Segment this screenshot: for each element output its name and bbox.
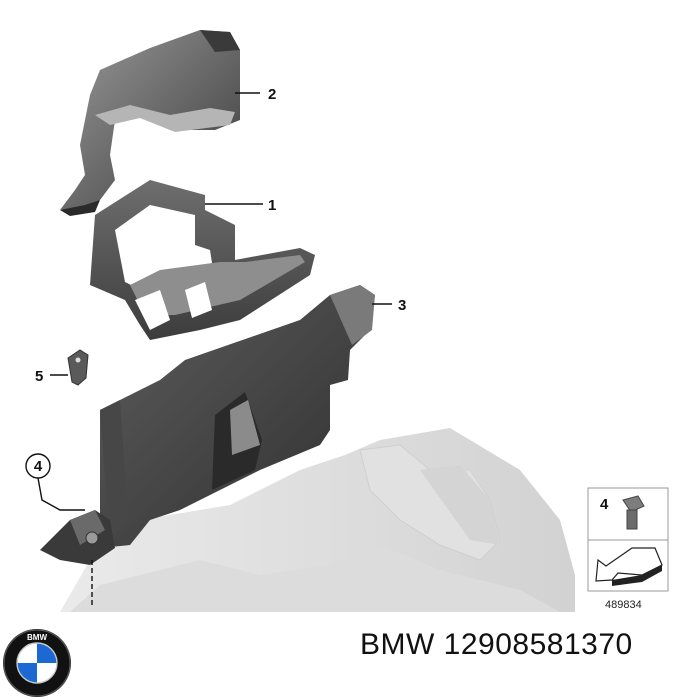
bolt-icon xyxy=(622,495,645,530)
bmw-logo: BMW xyxy=(3,629,71,697)
bmw-logo-text: BMW xyxy=(27,633,47,642)
part-number: 12908581370 xyxy=(443,628,633,661)
part-caption: BMW 12908581370 xyxy=(360,628,633,662)
clip-part-5 xyxy=(67,349,89,386)
callout-4-label: 4 xyxy=(34,458,43,475)
leader-lines xyxy=(37,92,392,605)
battery-cover-part-2 xyxy=(60,30,240,216)
callout-5-label: 5 xyxy=(35,368,43,385)
callout-4-circle: 4 xyxy=(25,453,51,479)
engine-base-area xyxy=(60,428,575,612)
fastener-box: 4 xyxy=(587,487,669,592)
callout-3-label: 3 xyxy=(398,297,406,314)
diagram-code: 489834 xyxy=(605,599,642,611)
callout-2-label: 2 xyxy=(268,86,276,103)
callout-1-label: 1 xyxy=(268,197,276,214)
battery-holder-part-1 xyxy=(90,180,315,340)
battery-carrier-part-3 xyxy=(40,285,375,565)
brand-name: BMW xyxy=(360,628,435,661)
direction-arrow-icon xyxy=(595,547,663,586)
fastener-box-callout: 4 xyxy=(600,496,609,513)
